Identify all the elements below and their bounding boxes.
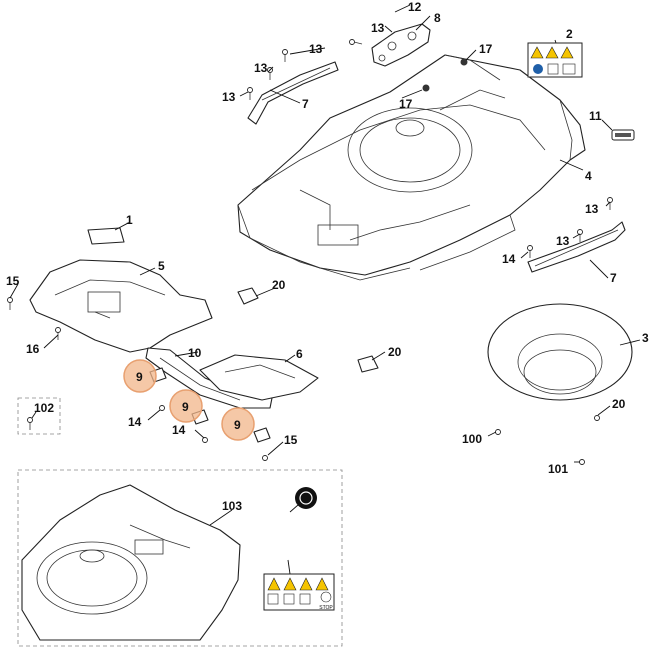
callout-1: 1 bbox=[126, 213, 133, 227]
callout-13a: 13 bbox=[309, 42, 323, 56]
front-skirt bbox=[29, 259, 213, 353]
mower-deck-housing bbox=[237, 54, 586, 281]
clip-17-a bbox=[237, 287, 259, 305]
callout-9a: 9 bbox=[136, 370, 143, 384]
cover-plate bbox=[199, 354, 319, 401]
callout-5: 5 bbox=[158, 259, 165, 273]
catcher-ring bbox=[487, 303, 633, 401]
callout-11: 11 bbox=[589, 109, 602, 123]
callout-14b: 14 bbox=[172, 423, 186, 437]
handle-bracket bbox=[371, 23, 431, 67]
callout-4: 4 bbox=[585, 169, 592, 183]
callout-14c: 15 bbox=[284, 433, 298, 447]
highlight-9-c bbox=[221, 407, 255, 441]
callout-10: 10 bbox=[188, 346, 202, 360]
callout-20b: 100 bbox=[462, 432, 482, 446]
screws bbox=[7, 39, 613, 465]
leader-lines bbox=[9, 4, 641, 575]
clip-9-c bbox=[253, 427, 271, 443]
callout-16b: 17 bbox=[399, 97, 413, 111]
callouts: 12 13 8 17 17 13 13 13 7 2 11 4 13 13 14… bbox=[6, 0, 649, 513]
callout-12b: 13 bbox=[371, 21, 385, 35]
rear-deflector-right bbox=[527, 221, 626, 273]
callout-8: 8 bbox=[434, 11, 441, 25]
callout-12a: 12 bbox=[408, 0, 422, 14]
callout-14a: 14 bbox=[128, 415, 142, 429]
callout-3: 3 bbox=[642, 331, 649, 345]
callout-17b: 20 bbox=[388, 345, 402, 359]
rear-deflector-left bbox=[247, 61, 339, 125]
callout-100: 102 bbox=[34, 401, 54, 415]
badge-11 bbox=[611, 129, 635, 141]
emblem-103 bbox=[295, 487, 317, 509]
callout-101: 103 bbox=[222, 499, 242, 513]
stop-text: STOP bbox=[319, 605, 333, 611]
callout-13e: 13 bbox=[556, 234, 570, 248]
callout-16a: 17 bbox=[479, 42, 493, 56]
callout-13f: 14 bbox=[502, 252, 516, 266]
clip-17-b bbox=[357, 355, 379, 373]
callout-13b: 13 bbox=[254, 61, 268, 75]
callout-17a: 20 bbox=[272, 278, 286, 292]
kit-inset-box bbox=[17, 469, 343, 647]
callout-15b: 16 bbox=[26, 342, 40, 356]
callout-20a: 20 bbox=[612, 397, 626, 411]
inset-box-100 bbox=[17, 397, 61, 435]
label-plate-1 bbox=[87, 227, 125, 245]
callout-13c: 13 bbox=[222, 90, 236, 104]
callout-2: 2 bbox=[566, 27, 573, 41]
callout-6: 6 bbox=[296, 347, 303, 361]
callout-15a: 15 bbox=[6, 274, 20, 288]
warning-decal-2 bbox=[527, 42, 583, 78]
callout-7a: 7 bbox=[302, 97, 309, 111]
callout-9b: 9 bbox=[182, 400, 189, 414]
highlight-9-a bbox=[123, 359, 157, 393]
housing-101 bbox=[21, 484, 241, 641]
guard-strip bbox=[145, 347, 273, 409]
safety-decal-102: STOP bbox=[263, 573, 335, 611]
callout-20c: 101 bbox=[548, 462, 568, 476]
highlight-9-b bbox=[169, 389, 203, 423]
callout-9c: 9 bbox=[234, 418, 241, 432]
callout-7b: 7 bbox=[610, 271, 617, 285]
callout-13d: 13 bbox=[585, 202, 599, 216]
